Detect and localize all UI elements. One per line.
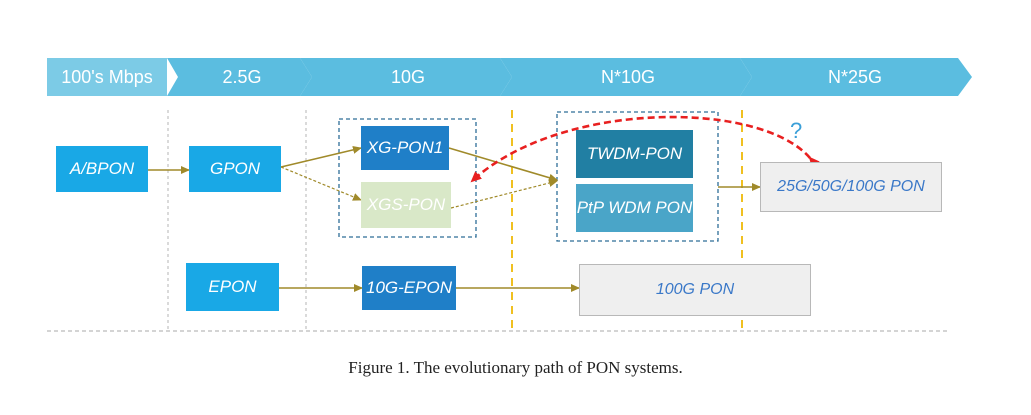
question-mark: ? <box>790 118 803 143</box>
arrow-gpon-xgpon1 <box>280 145 362 168</box>
node-abpon: A/BPON <box>56 146 148 192</box>
stage-label-2-5g: 2.5G <box>222 66 262 87</box>
node-epon: EPON <box>186 263 279 311</box>
stage-label-n25g: N*25G <box>827 66 883 87</box>
arrow-gpon-xgspon <box>280 166 362 201</box>
node-xgs-pon: XGS-PON <box>361 182 451 228</box>
stage-chevron-1 <box>47 58 167 96</box>
node-gpon: GPON <box>189 146 281 192</box>
stage-chevron-3 <box>300 58 512 96</box>
stage-chevron-4 <box>500 58 752 96</box>
stage-chevron-5 <box>740 58 972 96</box>
arrow-xgspon-twdm <box>450 179 558 209</box>
red-dashed-curve-arrow <box>470 115 820 183</box>
node-25g-50g-100g-pon: 25G/50G/100G PON <box>760 162 942 212</box>
node-100g-pon: 100G PON <box>579 264 811 316</box>
stage-label-100mbps: 100's Mbps <box>61 66 153 87</box>
stage-label-n10g: N*10G <box>600 66 656 87</box>
node-10g-epon: 10G-EPON <box>362 266 456 310</box>
node-twdm-pon: TWDM-PON <box>576 130 693 178</box>
stage-label-10g: 10G <box>390 66 426 87</box>
figure-caption: Figure 1. The evolutionary path of PON s… <box>348 358 683 377</box>
node-ptp-wdm-pon: PtP WDM PON <box>576 184 693 232</box>
arrow-xgpon1-twdm <box>448 147 558 182</box>
node-xg-pon1: XG-PON1 <box>361 126 449 170</box>
stage-chevron-2 <box>167 58 312 96</box>
